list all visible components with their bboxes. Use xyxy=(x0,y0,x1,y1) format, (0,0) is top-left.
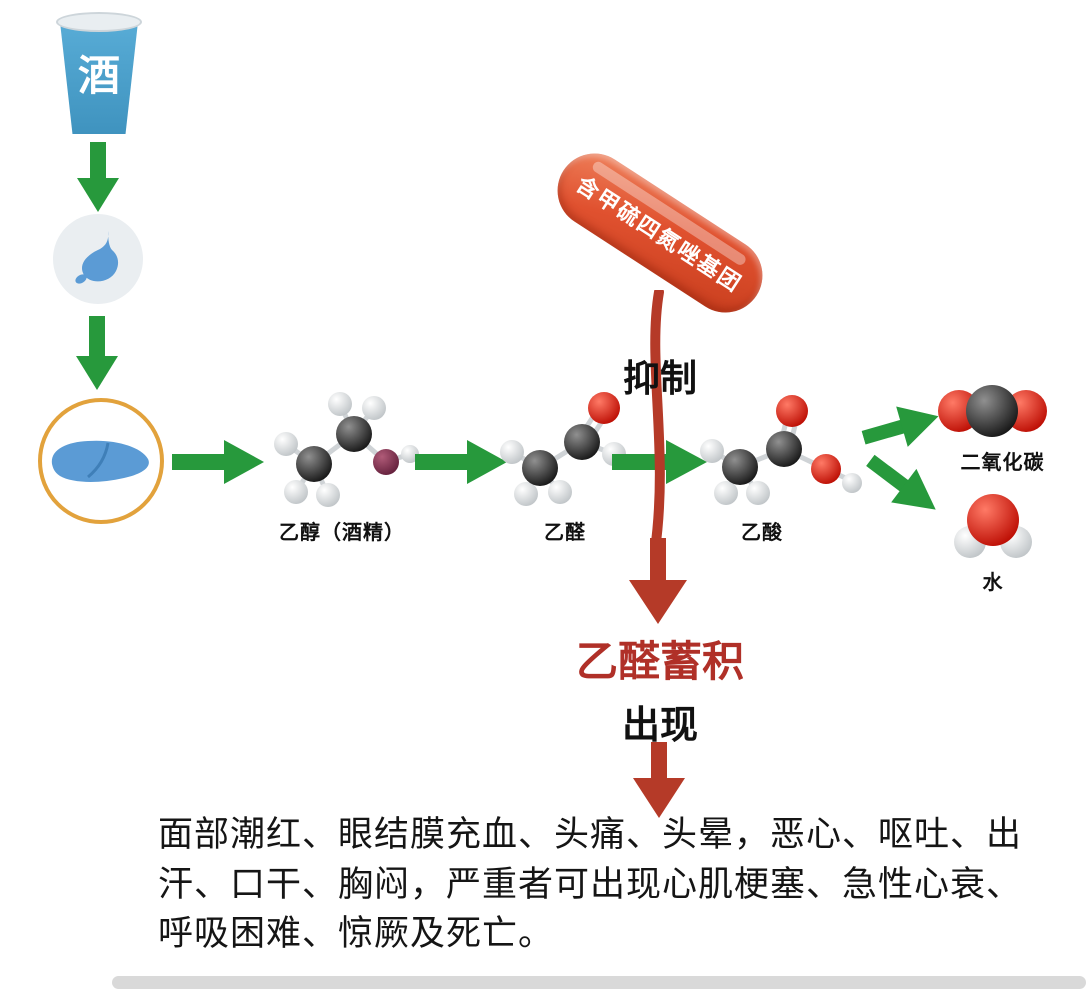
co2-label: 二氧化碳 xyxy=(960,452,1045,474)
arrow-down-icon xyxy=(76,316,118,390)
acetic-acid-molecule-icon xyxy=(700,395,862,505)
stomach-icon xyxy=(53,214,143,304)
arrow-right-icon xyxy=(415,440,507,484)
wine-label: 酒 xyxy=(77,52,120,99)
arrow-right-icon xyxy=(861,406,939,447)
ethanol-label: 乙醇（酒精） xyxy=(279,522,405,544)
arrow-right-icon xyxy=(866,454,936,510)
acetaldehyde-label: 乙醛 xyxy=(544,522,586,544)
inhibit-label: 抑制 xyxy=(623,358,697,399)
inhibition-line xyxy=(650,290,665,552)
acetic-acid-label: 乙酸 xyxy=(741,522,783,544)
liver-icon xyxy=(38,398,164,524)
water-molecule-icon xyxy=(954,494,1032,558)
co2-molecule-icon xyxy=(938,385,1047,437)
cup-body xyxy=(60,22,138,134)
arrow-right-icon xyxy=(172,440,264,484)
arrow-down-red-icon xyxy=(629,538,687,624)
acetaldehyde-accumulation-label: 乙醛蓄积 xyxy=(575,638,744,685)
ethanol-molecule-icon xyxy=(274,392,419,507)
bottom-divider xyxy=(112,976,1086,989)
arrow-down-red-icon xyxy=(633,742,685,818)
arrow-down-icon xyxy=(77,142,119,212)
appear-label: 出现 xyxy=(621,705,698,747)
cup-rim xyxy=(56,12,142,32)
wine-cup-icon: 酒 xyxy=(56,12,142,136)
water-label: 水 xyxy=(982,572,1004,594)
capsule-label: 含甲硫四氮唑基团 xyxy=(571,171,747,298)
symptoms-text: 面部潮红、眼结膜充血、头痛、头晕，恶心、呕吐、出汗、口干、胸闷，严重者可出现心肌… xyxy=(158,815,1023,954)
